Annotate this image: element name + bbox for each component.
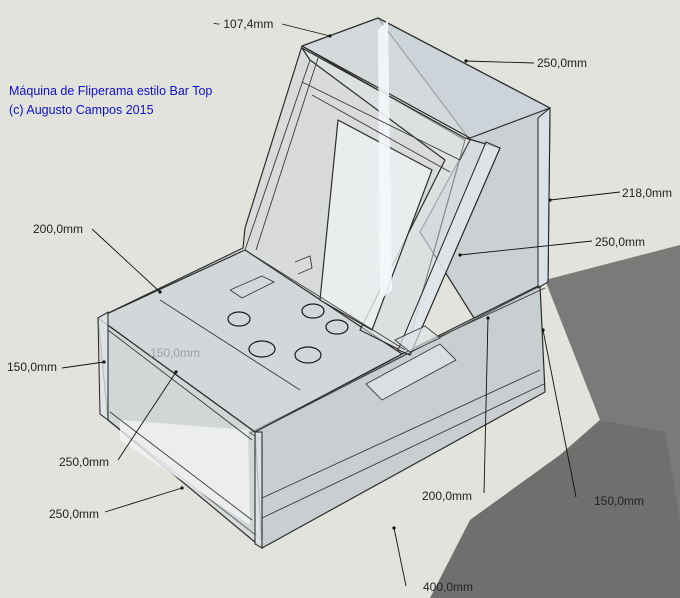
leader-marquee-depth [281, 23, 331, 37]
dim-back-height: 218,0mm [622, 186, 673, 200]
button-3 [325, 319, 349, 335]
dim-top-width: 250,0mm [537, 56, 588, 70]
leader-control-depth [117, 371, 177, 461]
leader-screen-width [459, 240, 593, 256]
dim-marquee-depth: ~ 107,4mm [213, 17, 274, 31]
dim-base-width: 250,0mm [49, 507, 100, 521]
leader-base-width [104, 487, 183, 513]
leader-back-height [549, 191, 621, 201]
screen-support-strip [397, 141, 501, 356]
front-bottom-strip [254, 431, 263, 549]
dim-ghost-label: 150,0mm [150, 346, 201, 360]
dim-front-height: 150,0mm [7, 360, 58, 374]
leader-back-base [542, 329, 577, 498]
dim-control-depth: 250,0mm [59, 455, 110, 469]
leader-top-width [465, 60, 535, 64]
leader-panel-depth [91, 228, 161, 293]
button-5 [294, 346, 322, 364]
dim-screen-width: 250,0mm [595, 235, 646, 249]
leader-front-height [61, 361, 105, 369]
model-title: Máquina de Fliperama estilo Bar Top [9, 84, 213, 98]
button-1 [227, 311, 251, 327]
model-copyright: (c) Augusto Campos 2015 [9, 103, 154, 117]
left-top-strip [97, 311, 109, 421]
dim-inner-base-depth: 200,0mm [422, 489, 473, 503]
model-credits: Máquina de Fliperama estilo Bar Top (c) … [9, 82, 212, 120]
dim-base-length: 400,0mm [423, 580, 474, 594]
back-edge-strip [537, 106, 551, 289]
button-4 [248, 340, 276, 358]
dim-panel-depth: 200,0mm [33, 222, 84, 236]
screen-opening [319, 119, 433, 331]
dim-back-base-height: 150,0mm [594, 494, 645, 508]
leader-inner-base [483, 317, 489, 494]
button-2 [301, 303, 325, 319]
leader-base-length [393, 527, 407, 587]
